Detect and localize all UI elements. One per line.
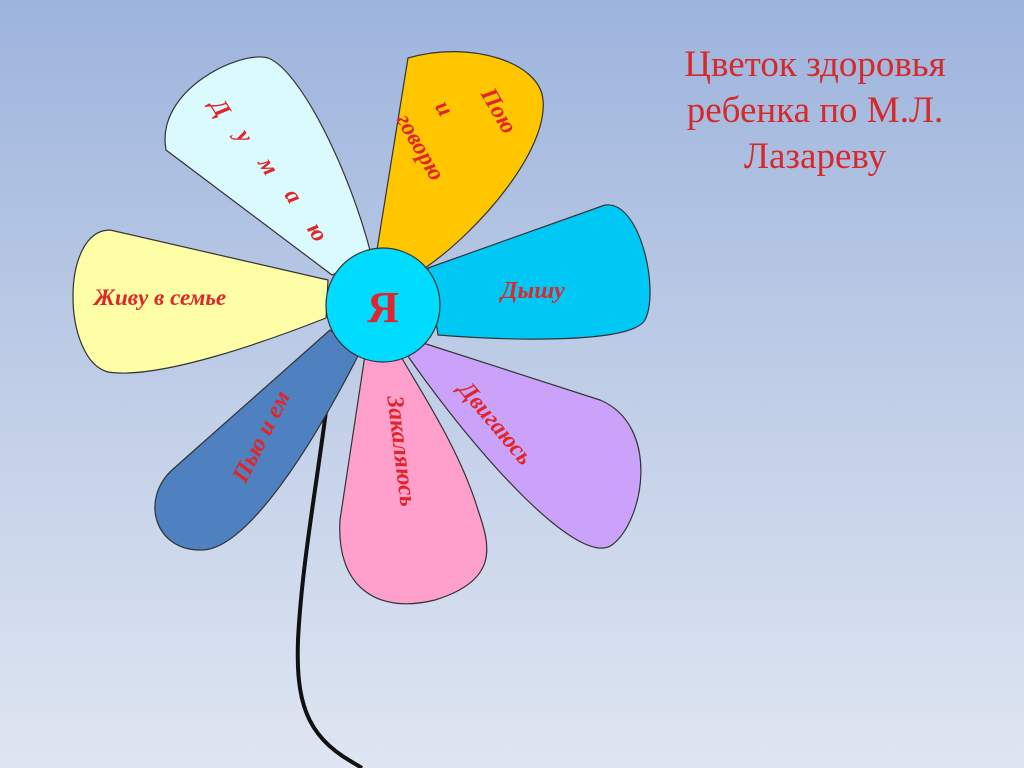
title-line-3: Лазареву: [743, 136, 887, 177]
title-line-1: Цветок здоровья: [684, 44, 946, 85]
petal-dyshu: [427, 204, 651, 340]
flower-stem: [295, 379, 364, 768]
title-line-2: ребенка по М.Л.: [686, 90, 944, 131]
petal-zhivu-v-seme: [72, 229, 329, 374]
petal-zakalyayus: [339, 354, 488, 605]
petal-poyu: [374, 51, 544, 269]
slide-title: Цветок здоровья ребенка по М.Л. Лазареву: [640, 42, 990, 180]
petal-pyu-i-em: [154, 329, 361, 551]
label-zhivu-v-seme: Живу в семье: [92, 285, 226, 310]
label-dyshu: Дышу: [499, 278, 565, 304]
petal-dvigayus: [404, 341, 642, 549]
petal-dumayu: [164, 56, 373, 276]
center-label: Я: [367, 283, 399, 332]
flower-center: [325, 247, 441, 363]
